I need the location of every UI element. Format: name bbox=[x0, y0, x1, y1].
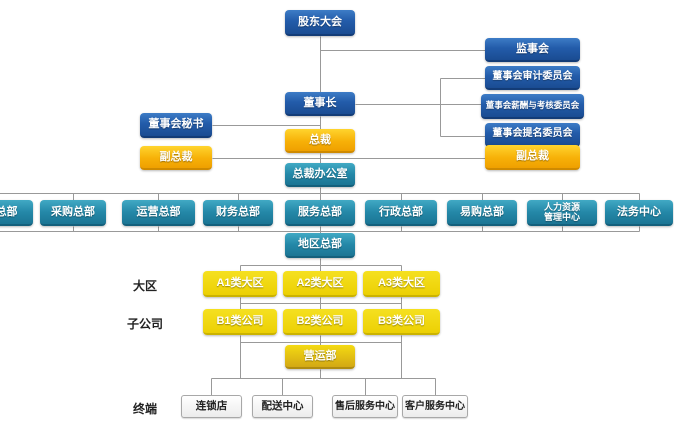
org-node-distribution-center: 配送中心 bbox=[252, 395, 313, 418]
org-node-shareholders-meeting: 股东大会 bbox=[285, 10, 355, 36]
org-node-board-secretary: 董事会秘书 bbox=[140, 113, 212, 138]
org-node-dept-legal: 法务中心 bbox=[605, 200, 673, 226]
org-node-region-a2: A2类大区 bbox=[283, 271, 357, 297]
side-label-tier-terminal: 终端 bbox=[133, 402, 158, 416]
org-node-company-b2: B2类公司 bbox=[283, 309, 357, 335]
org-node-president-office: 总裁办公室 bbox=[285, 163, 355, 187]
org-node-chairman: 董事长 bbox=[285, 92, 355, 116]
org-node-operations-dept: 营运部 bbox=[285, 345, 355, 369]
org-node-dept-egou: 易购总部 bbox=[447, 200, 517, 226]
org-node-aftersales-service-center: 售后服务中心 bbox=[332, 395, 398, 418]
org-node-nomination-committee: 董事会提名委员会 bbox=[485, 123, 580, 147]
org-node-chain-store: 连锁店 bbox=[181, 395, 242, 418]
org-node-company-b3: B3类公司 bbox=[363, 309, 440, 335]
org-node-region-a3: A3类大区 bbox=[363, 271, 440, 297]
org-node-dept-hr: 人力资源 管理中心 bbox=[527, 200, 597, 226]
org-node-remuneration-committee: 董事会薪酬与考核委员会 bbox=[481, 94, 584, 119]
org-node-dept-marketing: 营销总部 bbox=[0, 200, 33, 226]
org-node-dept-operations: 运营总部 bbox=[122, 200, 195, 226]
side-label-tier-subsidiary: 子公司 bbox=[127, 317, 164, 331]
side-label-tier-region: 大区 bbox=[133, 279, 158, 293]
org-node-region-a1: A1类大区 bbox=[203, 271, 277, 297]
org-node-dept-admin: 行政总部 bbox=[365, 200, 437, 226]
org-node-vice-president-right: 副总裁 bbox=[485, 145, 580, 170]
org-node-company-b1: B1类公司 bbox=[203, 309, 277, 335]
org-node-regional-hq: 地区总部 bbox=[285, 233, 355, 258]
org-node-vice-president-left: 副总裁 bbox=[140, 146, 212, 170]
org-node-president: 总裁 bbox=[285, 129, 355, 153]
org-node-dept-service: 服务总部 bbox=[285, 200, 355, 226]
org-node-audit-committee: 董事会审计委员会 bbox=[485, 66, 580, 90]
org-node-supervisory-board: 监事会 bbox=[485, 38, 580, 62]
org-node-dept-procurement: 采购总部 bbox=[40, 200, 106, 226]
org-node-dept-finance: 财务总部 bbox=[203, 200, 273, 226]
org-node-customer-service-center: 客户服务中心 bbox=[402, 395, 468, 418]
